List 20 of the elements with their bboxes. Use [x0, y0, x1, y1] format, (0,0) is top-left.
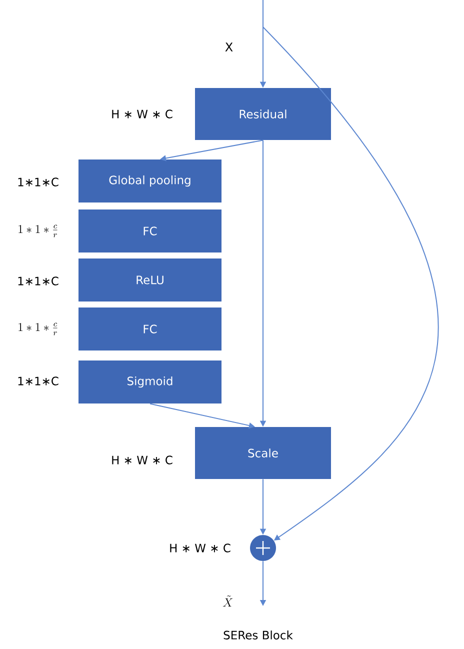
arrow: [262, 26, 439, 540]
process-box: ReLU: [78, 258, 222, 302]
process-box: FC: [78, 210, 222, 252]
process-box: FC: [78, 308, 222, 350]
process-box: Residual: [195, 88, 331, 140]
dimension-label: H ∗ W ∗ C: [170, 544, 230, 552]
signal-label: $\tilde{X}$: [222, 596, 233, 606]
dimension-label: 1∗1∗C: [18, 276, 58, 286]
dimension-label: 1∗1∗C: [18, 178, 58, 186]
dimension-label: 1∗1∗C: [18, 376, 58, 386]
process-box: Sigmoid: [78, 360, 222, 404]
caption: SERes Block: [224, 630, 293, 640]
dimension-label: H ∗ W ∗ C: [112, 456, 172, 464]
process-box: Global pooling: [78, 160, 222, 202]
process-box: Scale: [195, 427, 331, 479]
signal-label: X: [225, 42, 233, 52]
dimension-label: H ∗ W ∗ C: [112, 110, 172, 118]
sum-circle: [250, 535, 276, 561]
dimension-label: $1\ast 1\ast\frac{c}{r}$: [18, 224, 58, 238]
dimension-label: $1\ast 1\ast\frac{c}{r}$: [18, 322, 58, 336]
